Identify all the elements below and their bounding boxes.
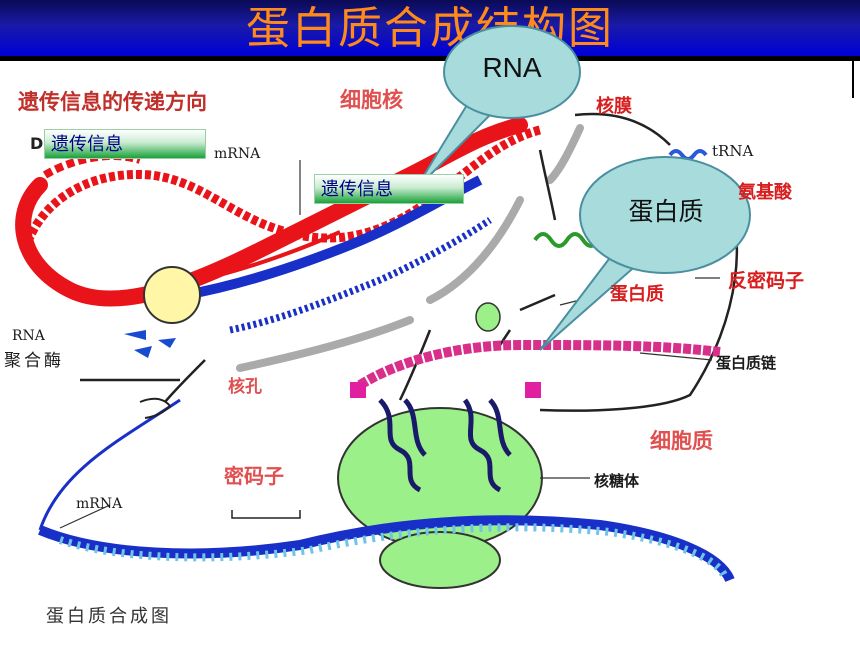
label-rna-polymerase-line2: 聚合酶 — [4, 351, 64, 371]
chain-end-left — [350, 382, 366, 398]
rna-callout — [414, 25, 581, 191]
green-coil — [533, 232, 601, 248]
small-ribosome-blob — [475, 302, 501, 332]
chain-end-right — [525, 382, 541, 398]
label-protein-chain: 蛋白质链 — [716, 354, 777, 372]
mrna-strand-bottom — [38, 397, 735, 583]
label-ribosome: 核糖体 — [594, 472, 640, 490]
flow-direction-heading: 遗传信息的传递方向 — [18, 90, 207, 114]
protein-callout-text: 蛋白质 — [628, 197, 704, 226]
label-nuclear-membrane: 核膜 — [596, 96, 632, 117]
label-mrna-bottom: mRNA — [76, 496, 123, 512]
label-cytoplasm: 细胞质 — [650, 429, 713, 453]
trna-on-ribosome — [378, 398, 512, 493]
label-amino-acid: 氨基酸 — [738, 182, 792, 203]
label-nuclear-pore: 核孔 — [228, 377, 262, 397]
polymerase-pieces — [124, 330, 176, 358]
genetic-info-box-1: 遗传信息 — [44, 129, 206, 159]
label-mrna-top: mRNA — [214, 146, 261, 162]
title-bar — [0, 0, 860, 58]
genetic-info-box-2: 遗传信息 — [314, 174, 464, 204]
right-edge-mark — [852, 58, 854, 98]
nuclear-membrane — [236, 124, 584, 372]
leader-lines — [59, 160, 720, 529]
protein-callout — [539, 156, 751, 351]
label-protein: 蛋白质 — [610, 284, 664, 305]
title-rule — [0, 58, 860, 61]
rna-polymerase-ball — [143, 266, 201, 324]
codon-bracket — [231, 510, 301, 519]
dna-letter: D — [30, 134, 44, 153]
protein-chain — [357, 339, 721, 390]
label-rna-polymerase-line1: RNA — [12, 328, 45, 344]
label-codon: 密码子 — [224, 464, 284, 488]
label-anticodon: 反密码子 — [728, 270, 805, 292]
ribosome — [337, 407, 543, 589]
bottom-caption: 蛋白质合成图 — [46, 606, 172, 627]
label-trna: tRNA — [712, 142, 754, 160]
label-nucleus: 细胞核 — [340, 88, 403, 112]
rna-callout-text: RNA — [482, 52, 542, 83]
